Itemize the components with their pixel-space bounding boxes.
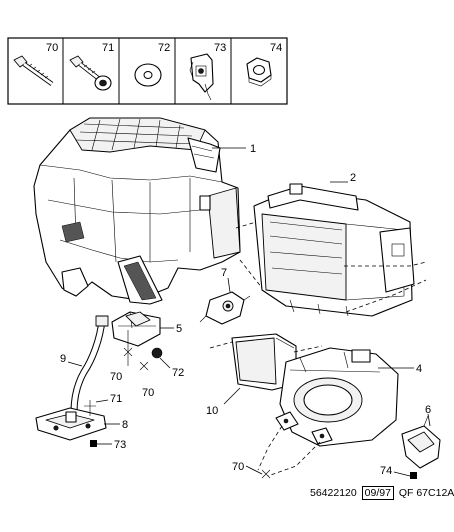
legend-ref-73: 73 (214, 42, 226, 54)
callout-70-c: 70 (232, 461, 244, 473)
callout-71: 71 (110, 393, 122, 405)
legend-ref-71: 71 (102, 42, 114, 54)
air-intake-duct (231, 333, 297, 391)
lower-support-bracket (35, 407, 107, 441)
fastener-legend-box: 70 71 72 73 74 (7, 37, 288, 105)
callout-73: 73 (114, 439, 126, 451)
diagram-code: 56422120 (310, 487, 357, 499)
diagram-date: 09/97 (361, 486, 394, 500)
hex-nut-icon (246, 57, 272, 87)
actuator-motor (199, 291, 251, 325)
clip-nut-marker-73 (90, 440, 97, 447)
callout-8: 8 (122, 419, 128, 431)
washer-icon (134, 63, 162, 87)
callout-4: 4 (416, 363, 422, 375)
small-bracket (401, 415, 441, 469)
callout-72: 72 (172, 367, 184, 379)
hex-nut-marker-74 (410, 472, 417, 479)
heater-core-module (253, 183, 415, 317)
callout-70-b: 70 (142, 387, 154, 399)
diagram-reference: QF 67C12A (398, 487, 454, 499)
callout-5: 5 (176, 323, 182, 335)
legend-ref-72: 72 (158, 42, 170, 54)
callout-7: 7 (221, 267, 227, 279)
diagram-footer: 56422120 09/97 QF 67C12A (310, 486, 454, 502)
flange-bolt-icon (69, 55, 112, 91)
heater-housing (33, 117, 241, 305)
mounting-bracket (111, 311, 161, 347)
drain-hose (70, 315, 109, 413)
blower-housing (275, 347, 399, 447)
clip-nut-icon (189, 53, 214, 101)
callout-9: 9 (60, 353, 66, 365)
bolt-icon (13, 55, 54, 86)
callout-2: 2 (350, 172, 356, 184)
callout-1: 1 (250, 143, 256, 155)
callout-70-a: 70 (110, 371, 122, 383)
fastener-position-marks (123, 330, 163, 371)
callout-6: 6 (425, 404, 431, 416)
legend-ref-70: 70 (46, 42, 58, 54)
callout-10: 10 (206, 405, 218, 417)
legend-ref-74: 74 (270, 42, 282, 54)
callout-74: 74 (380, 465, 392, 477)
